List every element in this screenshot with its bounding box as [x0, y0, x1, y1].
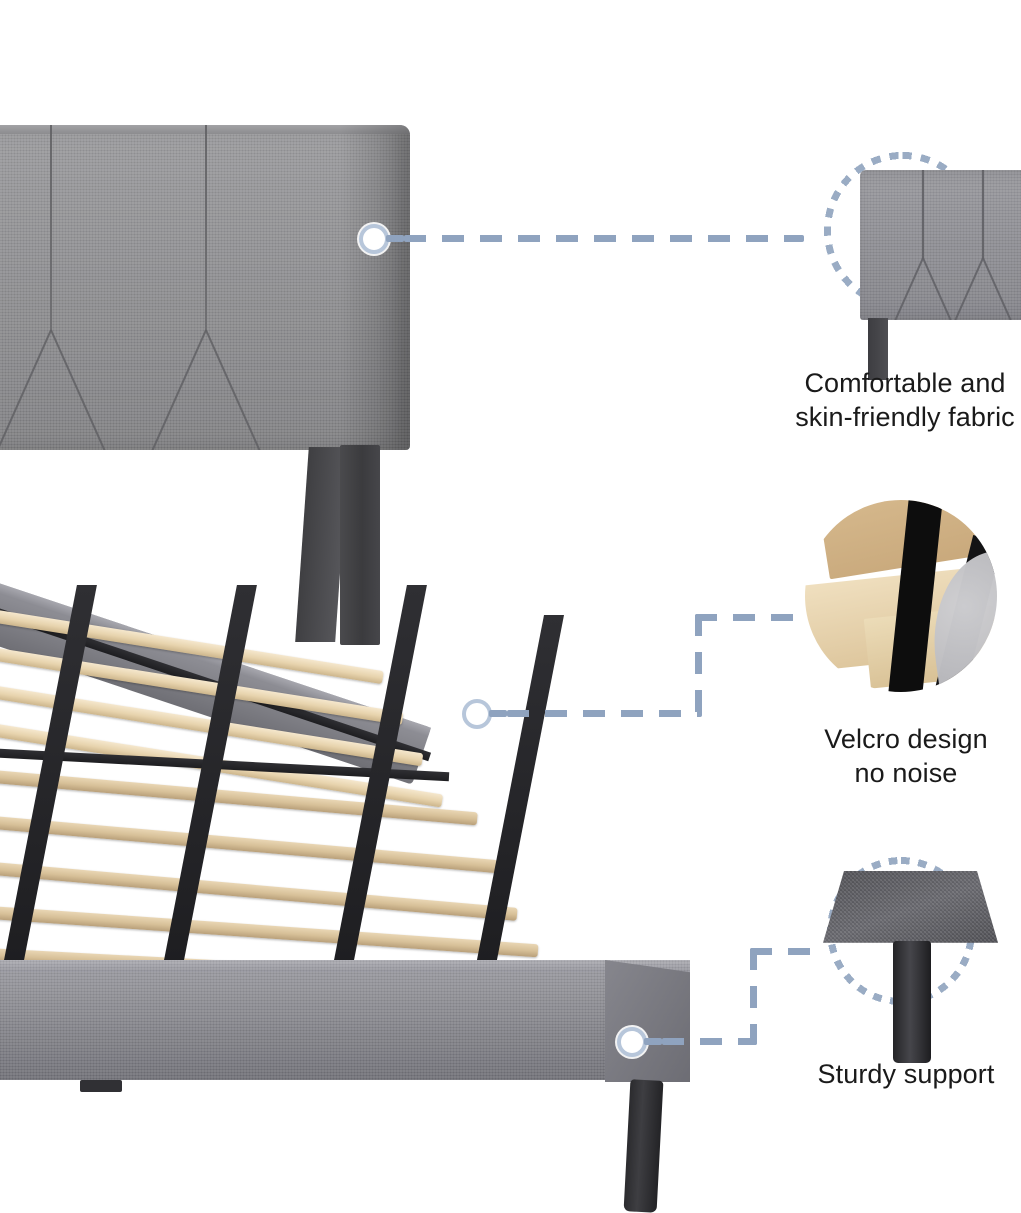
slat-deck [0, 575, 640, 1005]
velcro-closeup-image [805, 500, 997, 692]
headboard-fabric-hotspot[interactable] [359, 224, 389, 254]
fabric-caption: Comfortable and skin-friendly fabric [795, 368, 1015, 433]
connector-velcro-horizontal-1 [507, 710, 702, 717]
frame-corner-texture [823, 871, 998, 943]
wood-slat-closeup [817, 500, 979, 580]
bed-leg-closeup [893, 941, 931, 1063]
connector-support-horizontal-1 [662, 1038, 757, 1045]
fabric-closeup-image [800, 128, 1021, 380]
foot-rail-corner [605, 960, 690, 1082]
foot-rail-fabric-texture [0, 960, 690, 1080]
velcro-caption: Velcro design no noise [824, 724, 988, 789]
connector-fabric [404, 235, 804, 242]
mini-headboard-post [868, 318, 888, 380]
headboard-edge-shading [340, 125, 410, 450]
support-caption: Sturdy support [817, 1059, 995, 1089]
main-product-image [0, 95, 760, 1213]
hotspot-tail [489, 710, 507, 717]
feature-fabric: Comfortable and skin-friendly fabric [790, 118, 1021, 438]
headboard [0, 125, 410, 450]
velcro-callout-circle [795, 490, 1007, 702]
bed-leg-hotspot[interactable] [617, 1027, 647, 1057]
hotspot-tail [644, 1038, 662, 1045]
connector-support-horizontal-2 [750, 948, 820, 955]
mini-seam [982, 170, 984, 258]
connector-velcro-vertical [695, 614, 702, 717]
foot-rail [0, 960, 690, 1080]
mini-seam [922, 170, 924, 258]
frame-corner-closeup [823, 871, 998, 943]
metal-support-leg [475, 615, 565, 965]
foot-rail-top-edge [0, 960, 690, 972]
hotspot-tail [386, 235, 404, 242]
mini-headboard [860, 170, 1021, 320]
support-callout-circle [795, 825, 1007, 1063]
bed-leg [623, 1079, 664, 1213]
leg-closeup-image [805, 835, 998, 1063]
headboard-post [340, 445, 380, 645]
feature-support: Sturdy support [795, 825, 1017, 1125]
slat-velcro-hotspot[interactable] [462, 699, 492, 729]
connector-support-vertical [750, 948, 757, 1045]
feature-velcro: Velcro design no noise [795, 490, 1017, 790]
fabric-callout-circle [790, 118, 1021, 380]
headboard-seam [205, 125, 207, 330]
connector-velcro-horizontal-2 [695, 614, 815, 621]
headboard-seam [50, 125, 52, 330]
leg-stub [80, 1080, 122, 1092]
